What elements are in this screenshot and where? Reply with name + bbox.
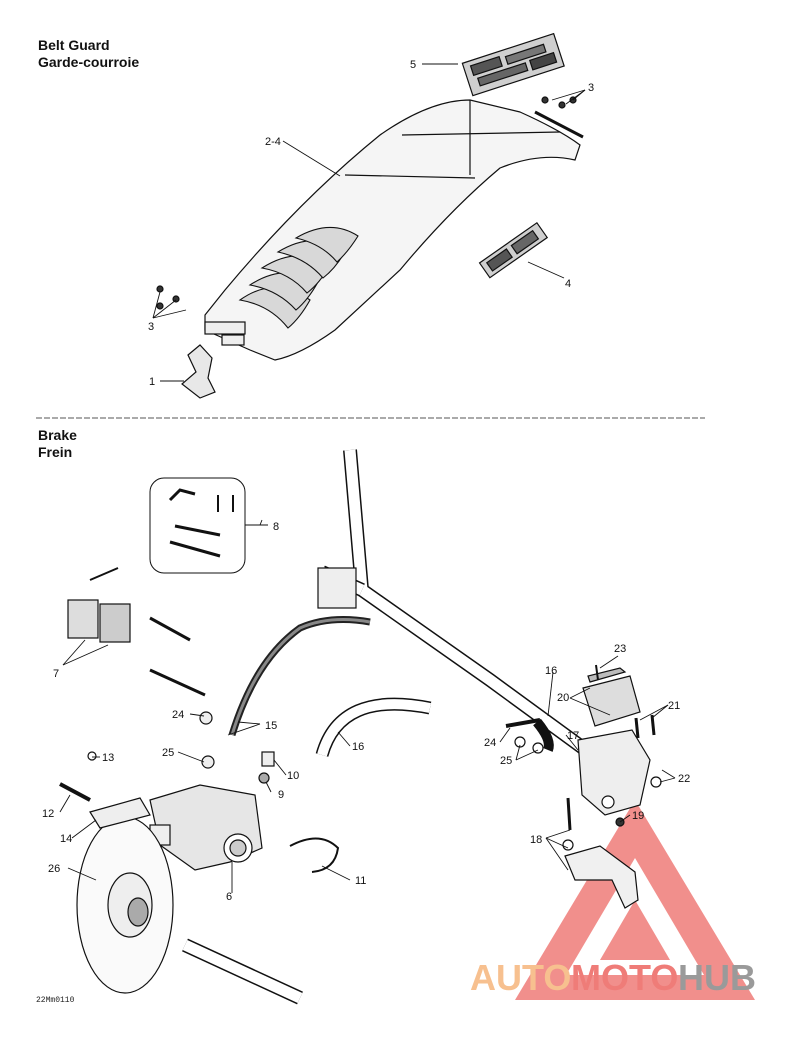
callout-4: 4 (565, 278, 571, 290)
callout-3-left: 3 (148, 321, 154, 333)
callout-23: 23 (614, 643, 626, 655)
watermark-moto: MOTO (571, 957, 678, 998)
callout-5: 5 (410, 59, 416, 71)
callout-16-tube: 16 (352, 741, 364, 753)
callout-3-right: 3 (588, 82, 594, 94)
callout-10: 10 (287, 770, 299, 782)
callout-2-4: 2-4 (265, 136, 281, 148)
callout-25-right: 25 (500, 755, 512, 767)
watermark-hub: HUB (678, 957, 756, 998)
watermark-auto: AUTO (470, 957, 571, 998)
callout-17: 17 (567, 730, 579, 742)
callout-18: 18 (530, 834, 542, 846)
callout-13: 13 (102, 752, 114, 764)
callout-15: 15 (265, 720, 277, 732)
watermark-text: AUTO MOTO HUB (470, 957, 756, 998)
brake-leaders (59, 519, 676, 893)
brake-drawing (59, 449, 662, 1005)
brake-title-en: Brake (38, 427, 77, 443)
callout-16-master: 16 (545, 665, 557, 677)
belt-guard-leaders (152, 63, 586, 382)
callout-8: 8 (273, 521, 279, 533)
callout-19: 19 (632, 810, 644, 822)
callout-21: 21 (668, 700, 680, 712)
callout-6: 6 (226, 891, 232, 903)
callout-26: 26 (48, 863, 60, 875)
callout-14: 14 (60, 833, 72, 845)
callout-11: 11 (355, 875, 366, 887)
belt-guard-drawing (156, 32, 584, 399)
callout-9: 9 (278, 789, 284, 801)
callout-1: 1 (149, 376, 155, 388)
callout-24-right: 24 (484, 737, 496, 749)
callout-20: 20 (557, 692, 569, 704)
callout-22: 22 (678, 773, 690, 785)
belt-guard-title-fr: Garde-courroie (38, 54, 140, 70)
belt-guard-title-en: Belt Guard (38, 37, 110, 53)
callout-12: 12 (42, 808, 54, 820)
callout-7: 7 (53, 668, 59, 680)
belt-guard-title: Belt Guard Garde-courroie (38, 37, 139, 71)
brake-title-fr: Frein (38, 444, 73, 460)
figure-reference: 22Mm0110 (36, 996, 75, 1005)
callout-25-left: 25 (162, 747, 174, 759)
callout-labels: 1 2-4 3 3 4 5 6 7 8 9 10 11 12 13 14 15 … (42, 59, 690, 903)
brake-title: Brake Frein (38, 427, 77, 461)
callout-24-left: 24 (172, 709, 184, 721)
